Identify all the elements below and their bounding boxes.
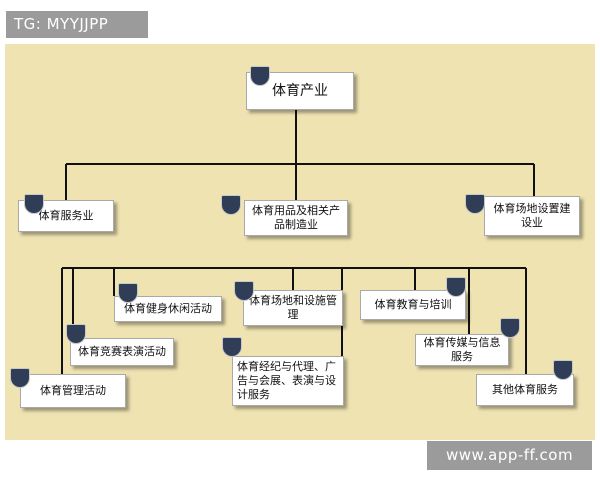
node-marker-icon [553, 360, 573, 380]
node-marker-icon [10, 368, 30, 388]
node-education-training: 体育教育与培训 [360, 290, 466, 320]
node-label: 体育经纪与代理、广告与会展、表演与设计服务 [237, 360, 336, 401]
node-label: 体育教育与培训 [374, 298, 452, 311]
node-marker-icon [465, 194, 485, 214]
node-label: 体育场地设置建设业 [493, 202, 571, 229]
node-marker-icon [446, 277, 466, 297]
node-sports-goods-manufacturing: 体育用品及相关产品制造业 [244, 200, 348, 236]
node-marker-icon [234, 281, 254, 301]
node-sports-venue-construction: 体育场地设置建设业 [484, 196, 580, 236]
header-tag: TG: MYYJJPP [6, 11, 148, 38]
node-label: 体育服务业 [38, 209, 94, 222]
node-marker-icon [221, 195, 241, 215]
node-sports-service: 体育服务业 [18, 200, 114, 232]
node-competition-performance: 体育竞赛表演活动 [70, 338, 174, 366]
node-marker-icon [222, 337, 242, 357]
node-venue-management: 体育场地和设施管理 [243, 290, 343, 326]
node-label: 体育用品及相关产品制造业 [252, 204, 340, 231]
node-marker-icon [24, 194, 44, 214]
node-label: 体育管理活动 [40, 384, 106, 397]
node-sports-management: 体育管理活动 [20, 374, 126, 408]
node-marker-icon [500, 318, 520, 338]
node-marker-icon [250, 66, 270, 86]
node-media-information: 体育传媒与信息服务 [415, 334, 509, 366]
node-label: 体育传媒与信息服务 [423, 336, 501, 363]
node-label: 其他体育服务 [492, 383, 558, 396]
node-label: 体育健身休闲活动 [124, 302, 212, 315]
node-marker-icon [66, 324, 86, 344]
node-label: 体育产业 [272, 83, 328, 99]
node-marker-icon [118, 283, 138, 303]
watermark-url: www.app-ff.com [427, 441, 592, 470]
node-other-sports-service: 其他体育服务 [476, 374, 574, 406]
node-agency-advertising-exhibition: 体育经纪与代理、广告与会展、表演与设计服务 [232, 356, 344, 406]
node-label: 体育场地和设施管理 [249, 294, 337, 321]
node-fitness-leisure: 体育健身休闲活动 [114, 296, 222, 322]
node-label: 体育竞赛表演活动 [78, 345, 166, 358]
